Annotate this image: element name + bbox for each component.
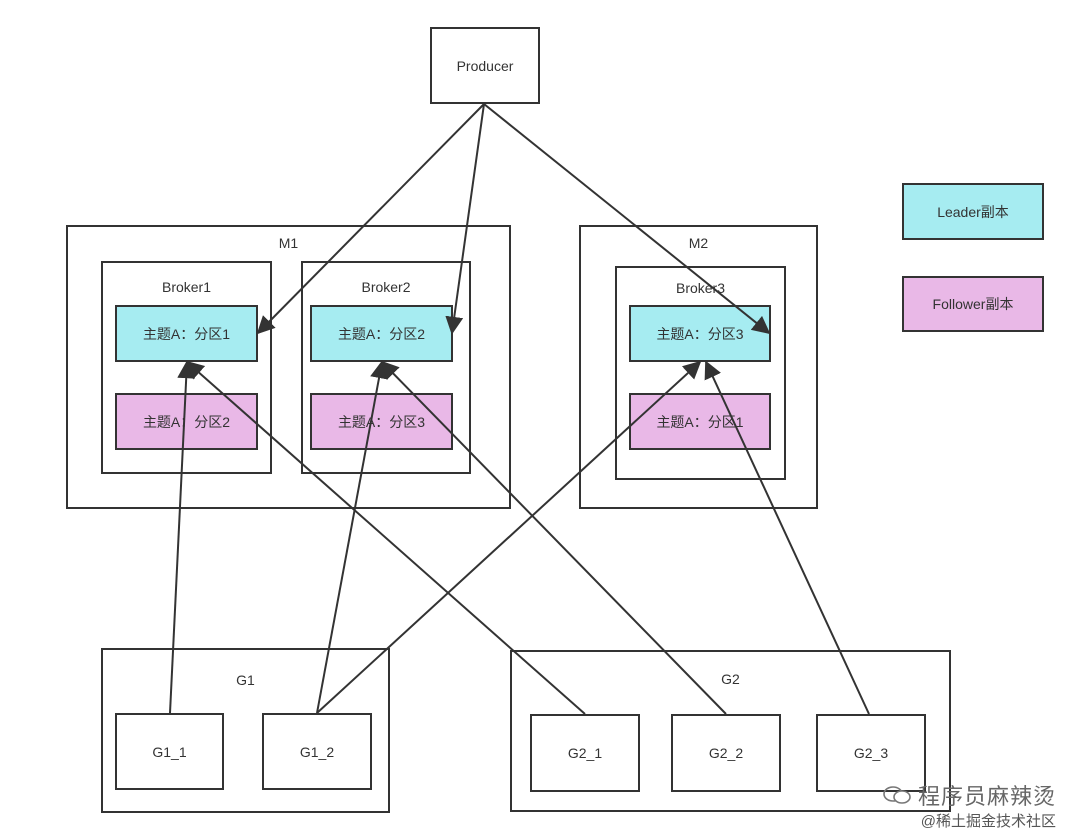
broker-3-leader-partition: 主题A：分区3 [629, 305, 771, 362]
broker-2-leader-label: 主题A：分区2 [337, 325, 426, 342]
broker-1-leader-label: 主题A：分区1 [142, 325, 231, 342]
watermark-subtitle: @稀土掘金技术社区 [920, 813, 1056, 830]
wechat-icon [883, 786, 911, 804]
consumer-g1-1-label: G1_1 [152, 743, 187, 760]
broker-1-title: Broker1 [161, 279, 212, 295]
consumer-g2-2-label: G2_2 [708, 745, 744, 761]
consumer-g1-1: G1_1 [115, 713, 224, 790]
consumer-g2-3: G2_3 [816, 714, 926, 792]
broker-3-follower-partition: 主题A：分区1 [629, 393, 771, 450]
broker-2-leader-partition: 主题A：分区2 [310, 305, 453, 362]
broker-1-leader-partition: 主题A：分区1 [115, 305, 258, 362]
broker-3-leader-label: 主题A：分区3 [656, 325, 744, 342]
broker-2-title: Broker2 [361, 279, 411, 295]
consumer-group-g2-label: G2 [721, 671, 740, 687]
legend-follower-label: Follower副本 [932, 296, 1014, 312]
consumer-g2-3-label: G2_3 [853, 745, 889, 761]
legend-leader-label: Leader副本 [937, 203, 1009, 220]
consumer-g1-2: G1_2 [262, 713, 372, 790]
consumer-group-g1-label: G1 [236, 672, 255, 688]
broker-1-follower-label: 主题A：分区2 [142, 413, 231, 430]
legend-leader: Leader副本 [902, 183, 1044, 240]
producer-node: Producer [430, 27, 540, 104]
machine-m2-label: M2 [688, 235, 709, 251]
consumer-g2-1: G2_1 [530, 714, 640, 792]
machine-m1-label: M1 [278, 235, 299, 251]
producer-label: Producer [456, 57, 514, 74]
broker-3-title: Broker3 [675, 280, 726, 296]
consumer-g2-2: G2_2 [671, 714, 781, 792]
consumer-g2-1-label: G2_1 [567, 745, 603, 761]
broker-3-follower-label: 主题A：分区1 [656, 413, 744, 430]
broker-2-follower-partition: 主题A：分区3 [310, 393, 453, 450]
broker-1-follower-partition: 主题A：分区2 [115, 393, 258, 450]
watermark-title: 程序员麻辣烫 [917, 784, 1056, 809]
broker-2-follower-label: 主题A：分区3 [337, 413, 426, 430]
consumer-g1-2-label: G1_2 [299, 743, 335, 760]
legend-follower: Follower副本 [902, 276, 1044, 332]
watermark: 程序员麻辣烫 [882, 779, 1056, 811]
